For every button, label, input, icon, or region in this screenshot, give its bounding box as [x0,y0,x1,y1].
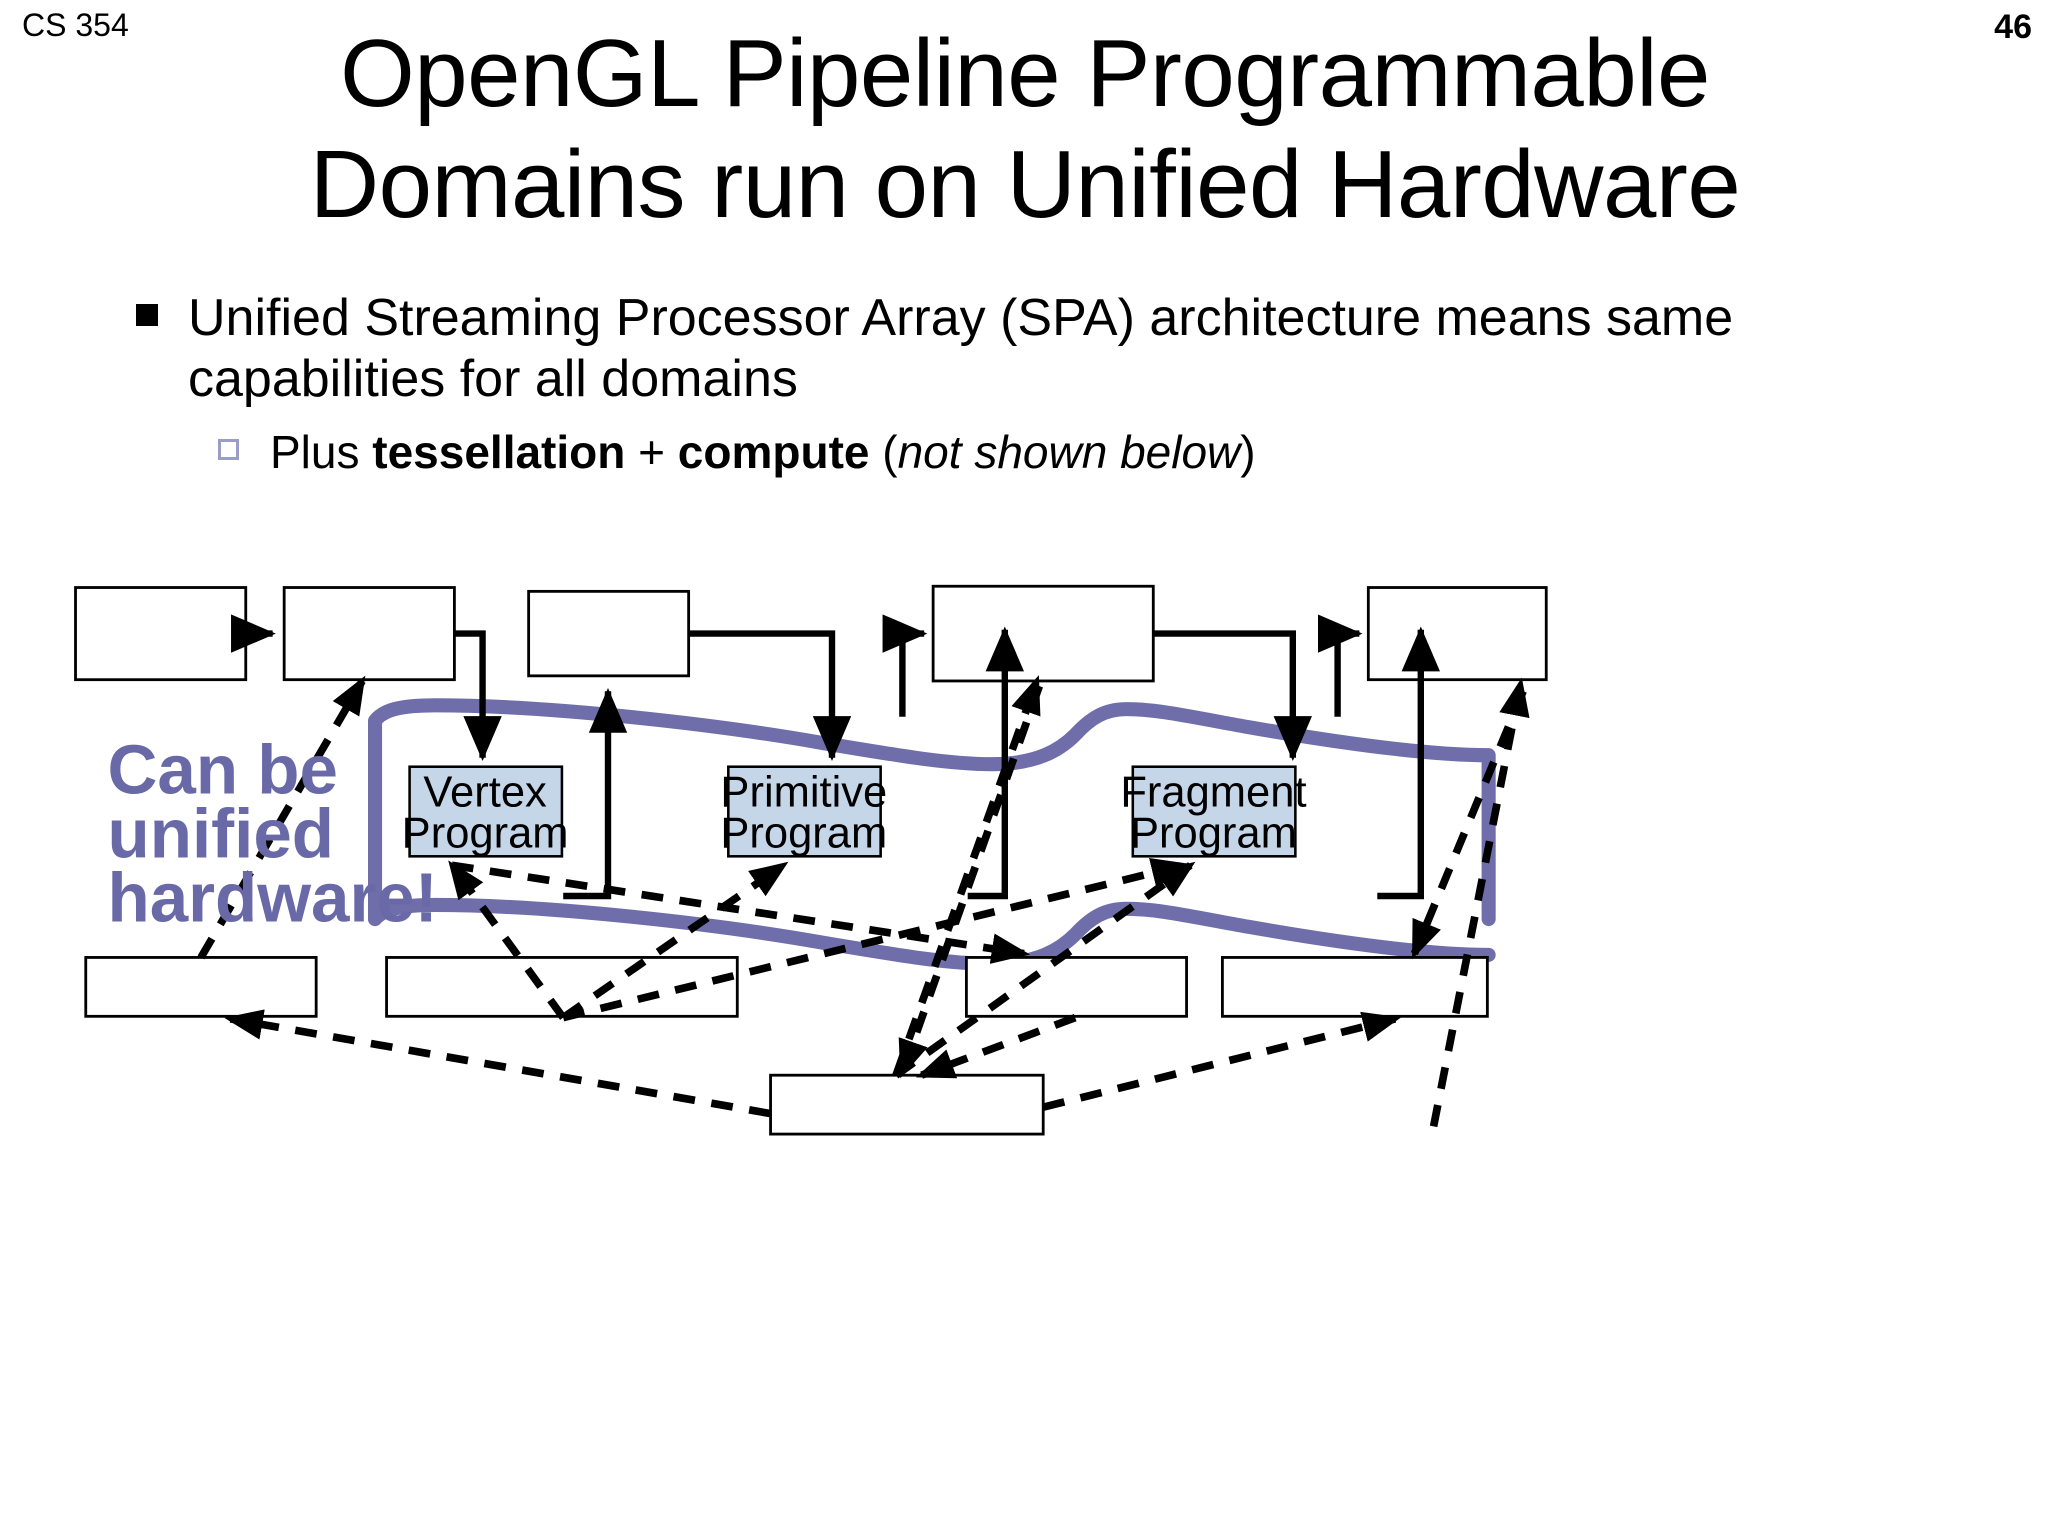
shader-stage-boxes: Vertex Program Primitive Program Fragmen… [402,765,1307,858]
bullet-secondary-italic: not shown below [897,425,1241,478]
pipeline-box-top-4 [931,584,1155,683]
bullet-secondary-bold-compute: compute [677,425,870,478]
shader-label-fragment-line2: Program [1130,809,1297,857]
callout-line-2: unified [108,795,335,873]
bottom-row-boxes [84,956,1489,1136]
top-row-boxes [74,584,1548,683]
shader-box-fragment [1131,765,1297,858]
page-title-line-2: Domains run on Unified Hardware [309,131,1741,239]
shader-box-primitive [727,765,882,858]
bullet-square-icon [136,304,158,326]
page-title: OpenGL Pipeline Programmable Domains run… [120,18,1930,241]
shader-box-vertex [408,765,564,858]
bullet-secondary-paren-close: ) [1240,425,1256,478]
page-number: 46 [1994,8,2032,46]
pipeline-dashed-connectors [197,675,1530,1128]
pipeline-box-top-2 [282,586,456,682]
shader-label-fragment-line1: Fragment [1120,768,1306,816]
bullet-list: Unified Streaming Processor Array (SPA) … [130,288,1870,480]
course-tag: CS 354 [22,7,129,43]
bullet-item-secondary: Plus tessellation + compute (not shown b… [130,425,1870,480]
pipeline-solid-connectors [231,614,1440,900]
bullet-secondary-bold-tessellation: tessellation [372,425,626,478]
callout-line-1: Can be [108,731,338,809]
shader-label-vertex-line1: Vertex [423,768,547,816]
pipeline-box-top-3 [527,589,691,678]
page-title-line-1: OpenGL Pipeline Programmable [340,20,1710,127]
pipeline-box-bottom-5 [769,1073,1045,1136]
pipeline-box-top-1 [74,586,248,682]
pipeline-box-bottom-1 [84,956,318,1018]
pipeline-box-bottom-3 [964,956,1188,1018]
callout-line-3: hardware! [108,859,438,937]
shader-label-primitive-line1: Primitive [720,768,887,816]
pipeline-box-bottom-4 [1220,956,1489,1018]
bullet-secondary-mid: + [625,425,678,478]
shader-label-primitive-line2: Program [720,809,887,857]
unified-hardware-callout: Can be unified hardware! [108,731,438,937]
bullet-secondary-prefix: Plus [270,425,373,478]
pipeline-box-top-5 [1366,586,1548,682]
bullet-item-primary: Unified Streaming Processor Array (SPA) … [130,288,1870,411]
bullet-hollow-square-icon [218,438,239,460]
bullet-secondary-paren-open: ( [869,425,898,478]
bullet-item-primary-text: Unified Streaming Processor Array (SPA) … [188,289,1734,409]
shader-label-vertex-line2: Program [402,809,569,857]
